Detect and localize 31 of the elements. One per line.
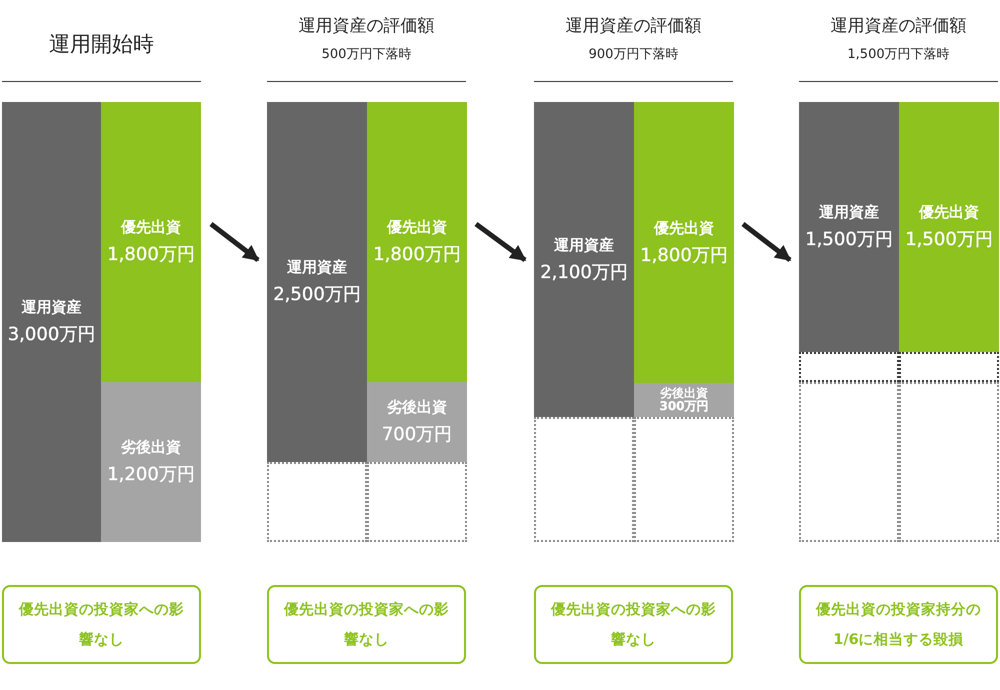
empty-box (799, 382, 899, 542)
senior-investment-block: 優先出資 1,800万円 (101, 102, 201, 382)
subordinated-investment-block: 劣後出資 300万円 (634, 383, 734, 417)
column-heading: 運用資産の評価額 (830, 15, 968, 37)
result-note: 優先出資の投資家への影響なし (267, 585, 466, 664)
senior-investment-block: 優先出資 1,800万円 (367, 102, 467, 382)
column-heading: 運用資産の評価額 (564, 15, 702, 37)
senior-investment-block: 優先出資 1,800万円 (634, 102, 734, 383)
subordinated-investment-block: 劣後出資 700万円 (367, 382, 467, 462)
column-subheading: 1,500万円下落時 (846, 46, 951, 63)
column-heading: 運用資産の評価額 (298, 15, 436, 37)
asset-block: 運用資産 2,500万円 (267, 102, 367, 462)
asset-block: 運用資産 2,100万円 (534, 102, 634, 417)
column-heading: 運用開始時 (48, 31, 155, 58)
asset-block: 運用資産 3,000万円 (2, 102, 101, 542)
empty-box (367, 462, 467, 542)
result-note: 優先出資の投資家への影響なし (2, 585, 201, 664)
subordinated-investment-block: 劣後出資 1,200万円 (101, 382, 201, 542)
column-subheading: 900万円下落時 (588, 46, 680, 63)
empty-box (899, 352, 999, 382)
column-subheading: 500万円下落時 (320, 46, 412, 63)
result-note: 優先出資の投資家への影響なし (534, 585, 733, 664)
arrow (741, 222, 792, 262)
arrow (209, 222, 260, 262)
result-note: 優先出資の投資家持分の1/6に相当する毀損 (799, 585, 998, 664)
arrow (474, 222, 526, 262)
empty-box (899, 382, 999, 542)
empty-box (799, 352, 899, 382)
asset-block: 運用資産 1,500万円 (799, 102, 899, 352)
empty-box (267, 462, 367, 542)
senior-investment-block: 優先出資 1,500万円 (899, 102, 999, 352)
